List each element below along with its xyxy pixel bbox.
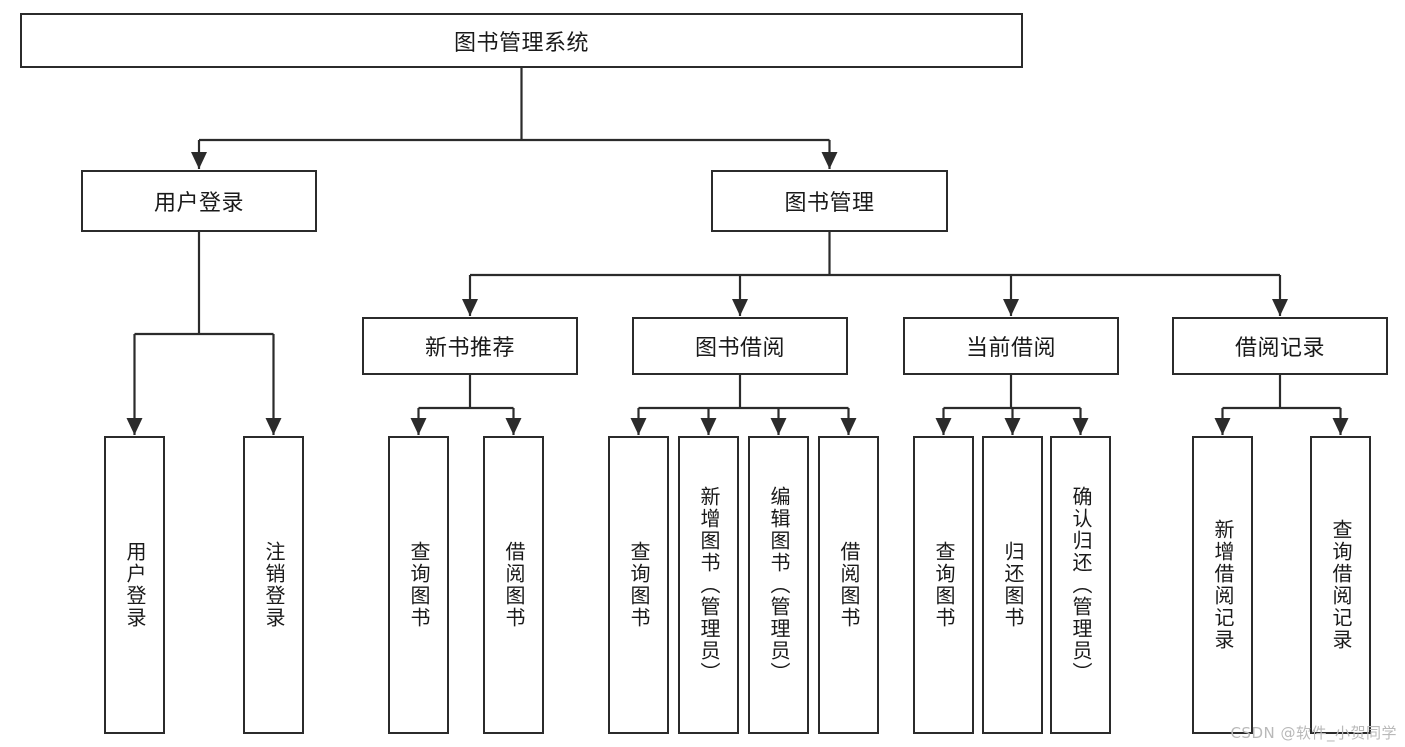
node-book-borrow[interactable]: 图书借阅 bbox=[632, 317, 848, 375]
node-leaf-confirm-return[interactable]: 确认归还（管理员） bbox=[1050, 436, 1111, 734]
node-leaf-edit-book[interactable]: 编辑图书（管理员） bbox=[748, 436, 809, 734]
node-root[interactable]: 图书管理系统 bbox=[20, 13, 1023, 68]
node-leaf-add-record[interactable]: 新增借阅记录 bbox=[1192, 436, 1253, 734]
node-book-manage[interactable]: 图书管理 bbox=[711, 170, 948, 232]
node-label: 注销登录 bbox=[262, 541, 286, 629]
node-label: 图书管理 bbox=[784, 191, 875, 216]
arrow-head-icon bbox=[1332, 418, 1349, 435]
arrow-head-icon bbox=[1072, 418, 1089, 435]
node-label: 用户登录 bbox=[123, 541, 147, 629]
node-leaf-query-book-3[interactable]: 查询图书 bbox=[913, 436, 974, 734]
node-label: 查询图书 bbox=[932, 541, 956, 629]
arrow-head-icon bbox=[770, 418, 787, 435]
node-label: 图书管理系统 bbox=[453, 30, 589, 56]
node-current-borrow[interactable]: 当前借阅 bbox=[903, 317, 1119, 375]
node-leaf-add-book[interactable]: 新增图书（管理员） bbox=[678, 436, 739, 734]
node-label: 查询图书 bbox=[627, 541, 651, 629]
node-label: 新增借阅记录 bbox=[1211, 519, 1235, 651]
node-new-book-recommend[interactable]: 新书推荐 bbox=[362, 317, 578, 375]
node-borrow-record[interactable]: 借阅记录 bbox=[1172, 317, 1388, 375]
arrow-head-icon bbox=[840, 418, 857, 435]
node-label: 新书推荐 bbox=[424, 336, 515, 361]
arrow-head-icon bbox=[1004, 418, 1021, 435]
node-user-login[interactable]: 用户登录 bbox=[81, 170, 317, 232]
arrow-head-icon bbox=[410, 418, 427, 435]
arrow-head-icon bbox=[935, 418, 952, 435]
arrow-head-icon bbox=[265, 418, 282, 435]
node-leaf-user-logout[interactable]: 注销登录 bbox=[243, 436, 304, 734]
arrow-head-icon bbox=[191, 152, 207, 169]
node-label: 借阅图书 bbox=[837, 541, 861, 629]
node-leaf-query-record[interactable]: 查询借阅记录 bbox=[1310, 436, 1371, 734]
arrow-head-icon bbox=[1272, 299, 1288, 316]
node-label: 图书借阅 bbox=[694, 336, 785, 361]
node-leaf-query-book-2[interactable]: 查询图书 bbox=[608, 436, 669, 734]
node-leaf-user-login[interactable]: 用户登录 bbox=[104, 436, 165, 734]
node-label: 查询图书 bbox=[407, 541, 431, 629]
node-leaf-borrow-book-1[interactable]: 借阅图书 bbox=[483, 436, 544, 734]
node-label: 用户登录 bbox=[153, 191, 244, 216]
arrow-head-icon bbox=[126, 418, 143, 435]
node-label: 确认归还（管理员） bbox=[1069, 486, 1093, 684]
arrow-head-icon bbox=[1214, 418, 1231, 435]
arrow-head-icon bbox=[505, 418, 522, 435]
arrow-head-icon bbox=[821, 152, 838, 169]
node-label: 借阅记录 bbox=[1234, 336, 1325, 361]
node-label: 借阅图书 bbox=[502, 541, 526, 629]
node-leaf-borrow-book-2[interactable]: 借阅图书 bbox=[818, 436, 879, 734]
arrow-head-icon bbox=[630, 418, 647, 435]
node-label: 编辑图书（管理员） bbox=[767, 486, 791, 684]
node-leaf-return-book[interactable]: 归还图书 bbox=[982, 436, 1043, 734]
arrow-head-icon bbox=[700, 418, 717, 435]
arrow-head-icon bbox=[1003, 299, 1019, 316]
node-label: 新增图书（管理员） bbox=[697, 486, 721, 684]
node-leaf-query-book-1[interactable]: 查询图书 bbox=[388, 436, 449, 734]
node-label: 查询借阅记录 bbox=[1329, 519, 1353, 651]
node-label: 归还图书 bbox=[1001, 541, 1025, 629]
watermark-label: CSDN @软件_小贺同学 bbox=[1230, 724, 1397, 742]
arrow-head-icon bbox=[732, 299, 748, 316]
node-label: 当前借阅 bbox=[965, 336, 1056, 361]
arrow-head-icon bbox=[462, 299, 478, 316]
